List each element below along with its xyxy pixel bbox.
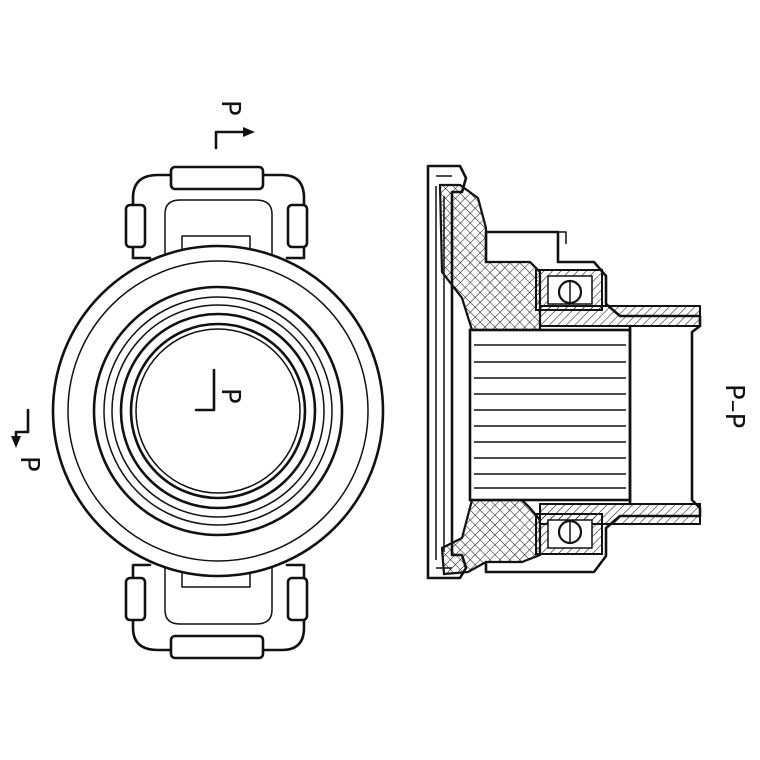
sleeve-grooves	[474, 344, 626, 489]
top-section-label: P	[215, 100, 245, 116]
section-arrow-left: P	[11, 408, 44, 472]
section-arrow-top: P	[214, 100, 255, 150]
center-section-label: P	[215, 388, 245, 404]
carrier-top	[438, 183, 542, 332]
front-top-ear	[124, 165, 309, 260]
ball-bearing-bottom	[535, 513, 603, 555]
front-rings	[51, 244, 385, 578]
front-bottom-ear	[124, 563, 309, 660]
section-view	[426, 164, 702, 580]
left-section-label: P	[14, 456, 44, 472]
section-view-label: P–P	[719, 384, 749, 428]
front-view: P	[51, 165, 385, 660]
ball-bearing-top	[535, 269, 603, 311]
carrier-bottom	[440, 498, 542, 576]
front-center-mark: P	[194, 368, 245, 412]
